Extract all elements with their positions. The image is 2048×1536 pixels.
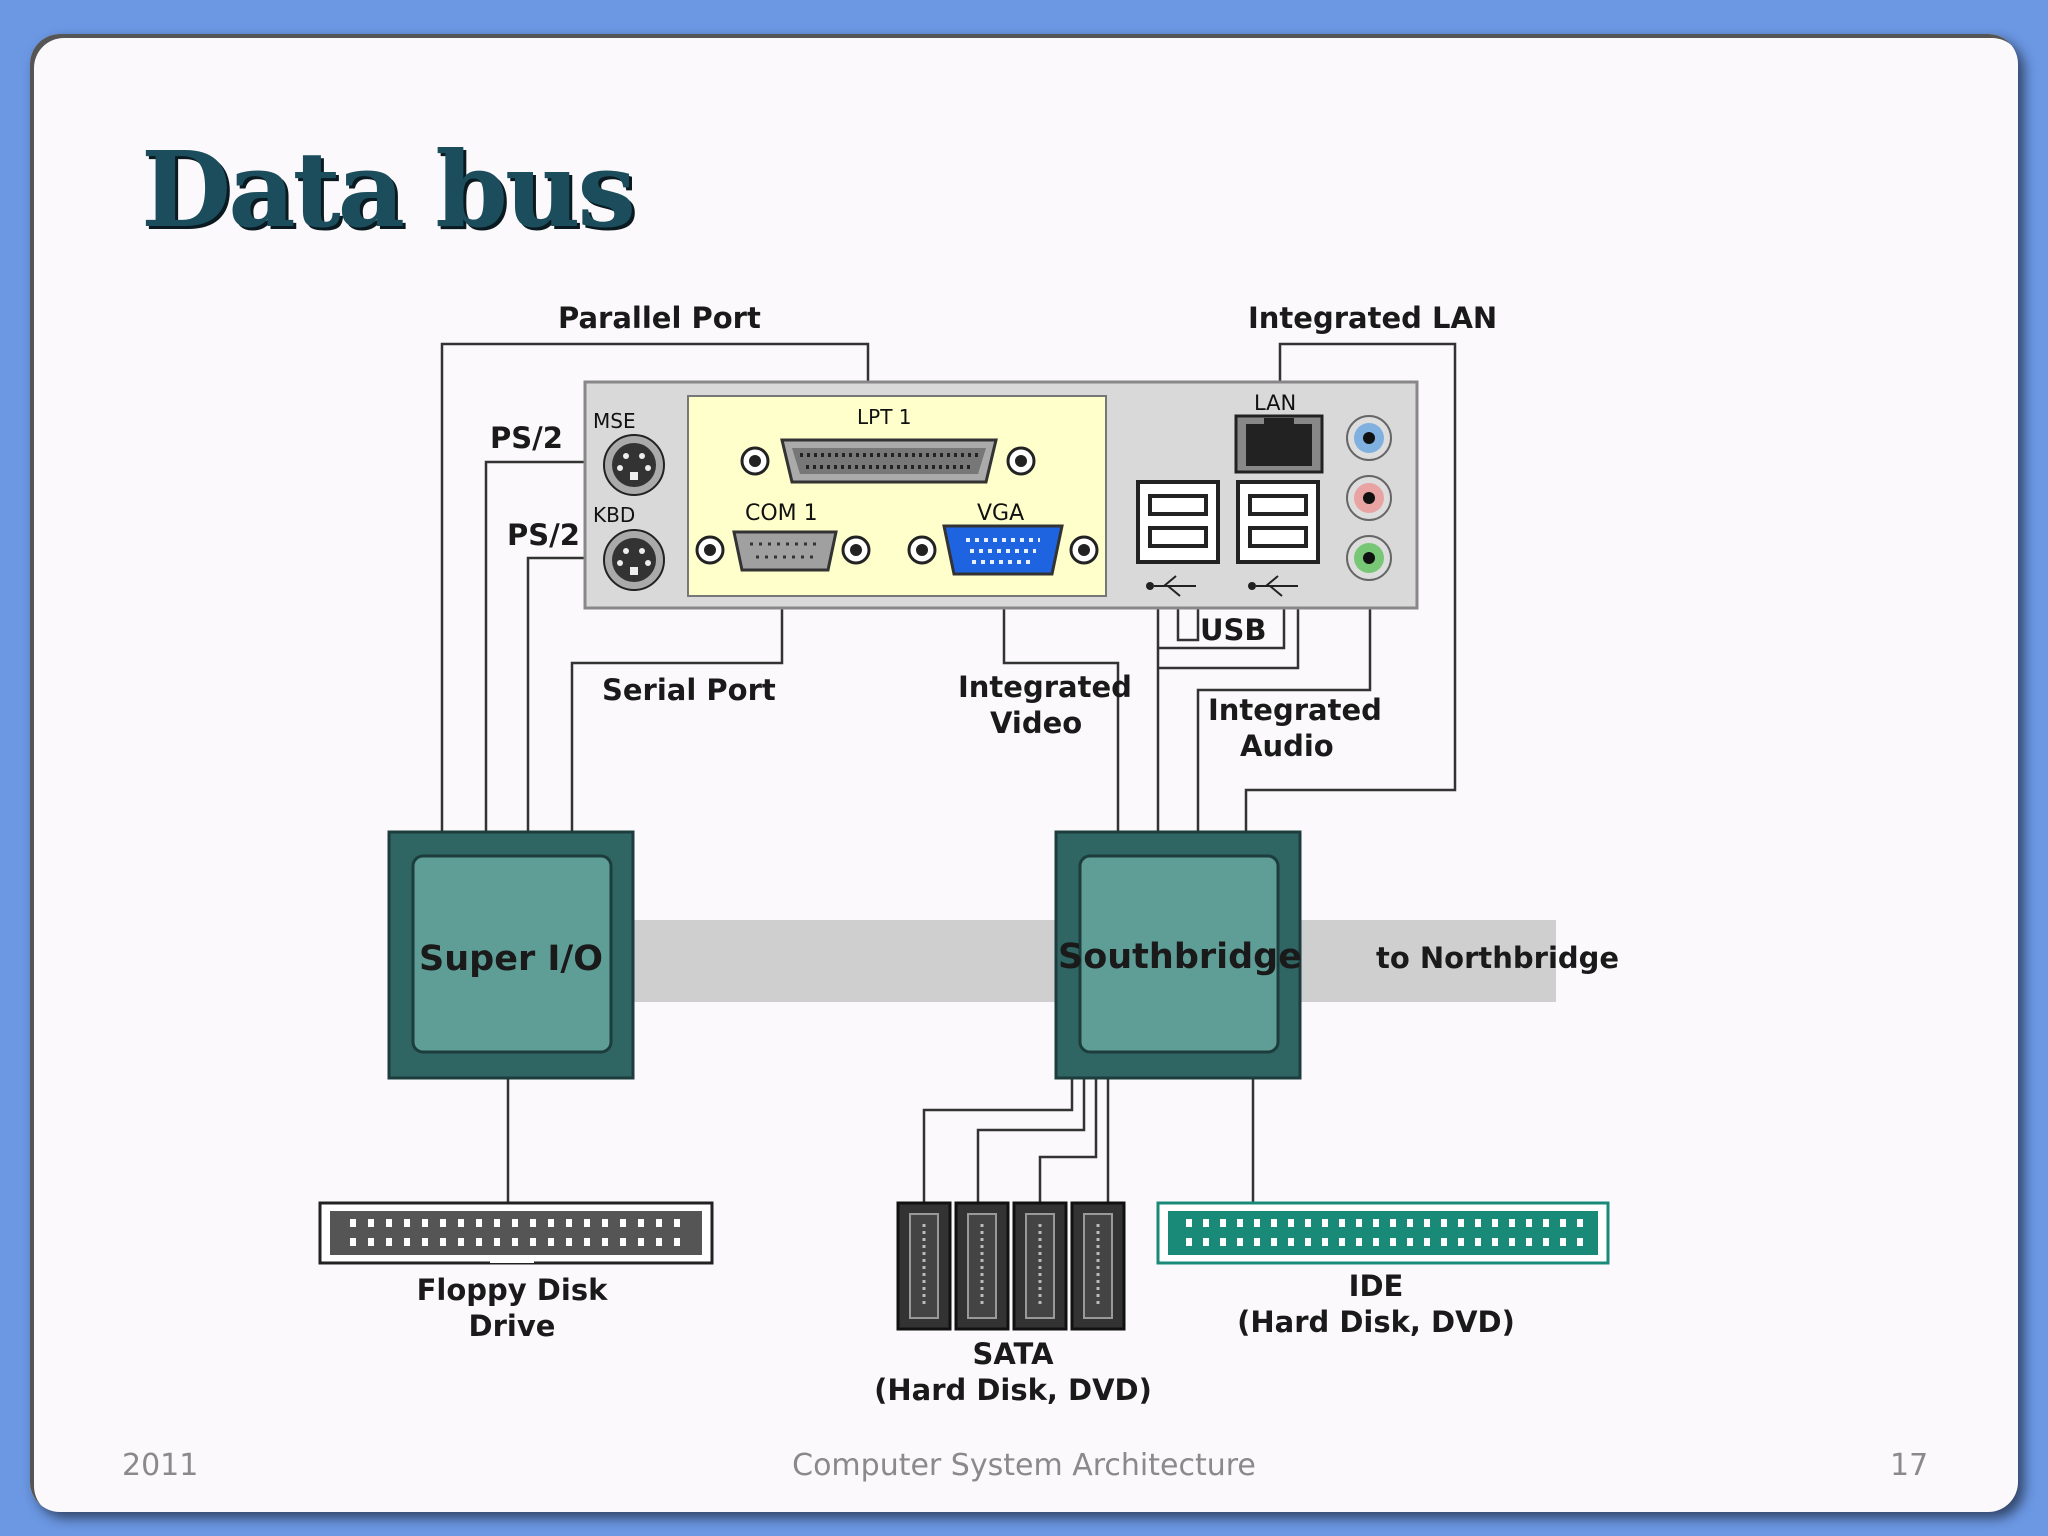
ps2-keyboard-label: PS/2: [507, 518, 580, 552]
usb-line-4: [1176, 608, 1200, 642]
lpt1-port: [740, 438, 1036, 484]
sata-connectors: [896, 1201, 1126, 1331]
floppy-connector: [318, 1201, 714, 1265]
parallel-port-line: [440, 342, 870, 832]
serial-port-label: Serial Port: [602, 673, 776, 707]
floppy-label-line2: Drive: [469, 1309, 556, 1343]
usb-port-group-1: [1136, 480, 1220, 564]
integrated-audio-label-line1: Integrated: [1208, 693, 1382, 727]
ps2-mouse-port: [603, 434, 665, 496]
audio-jack-line-out-icon: [1346, 535, 1392, 581]
sata-label-line1: SATA: [972, 1337, 1054, 1371]
southbridge-chip: Southbridge: [1054, 830, 1302, 1080]
footer-year: 2011: [122, 1448, 199, 1483]
to-northbridge-label: to Northbridge: [1376, 941, 1619, 975]
mse-label: MSE: [593, 409, 636, 433]
ps2-keyboard-port: [603, 529, 665, 591]
ide-connector: [1156, 1201, 1610, 1265]
super-io-chip: Super I/O: [387, 830, 635, 1080]
lpt1-label: LPT 1: [857, 405, 912, 429]
sata-connector-4: [1070, 1201, 1126, 1331]
lan-label: LAN: [1254, 391, 1296, 415]
ps2-mouse-line: [484, 460, 585, 832]
northbridge-bus-bar: [1298, 920, 1556, 1002]
usb-label: USB: [1200, 613, 1267, 647]
floppy-label-line1: Floppy Disk: [417, 1273, 608, 1307]
vga-port: [907, 524, 1099, 576]
footer-page-number: 17: [1890, 1448, 1929, 1483]
sata-connector-1: [896, 1201, 952, 1331]
parallel-port-label: Parallel Port: [558, 301, 761, 335]
usb-line-2: [1158, 608, 1300, 670]
ps2-mouse-label: PS/2: [490, 421, 563, 455]
rear-io-panel: MSE KBD LPT 1 COM 1 VGA LAN: [583, 380, 1419, 610]
serial-port-line: [570, 608, 784, 832]
sata-connector-2: [954, 1201, 1010, 1331]
lan-port: [1234, 414, 1324, 474]
usb-line-3: [1158, 608, 1286, 650]
usb-port-group-2: [1236, 480, 1320, 564]
audio-jack-line-in-icon: [1346, 415, 1392, 461]
sata-connector-3: [1012, 1201, 1068, 1331]
integrated-lan-line: [1244, 342, 1457, 832]
ide-label-line1: IDE: [1349, 1269, 1404, 1303]
integrated-video-label-line2: Video: [990, 706, 1082, 740]
usb-symbol-icon: [1146, 575, 1298, 597]
integrated-audio-label-line2: Audio: [1240, 729, 1334, 763]
com1-port: [695, 530, 871, 572]
sata-label-line2: (Hard Disk, DVD): [874, 1373, 1152, 1407]
vga-label: VGA: [977, 501, 1024, 526]
integrated-lan-label: Integrated LAN: [1248, 301, 1497, 335]
slide-title: Data bus: [141, 128, 636, 251]
footer-course-title: Computer System Architecture: [792, 1448, 1256, 1483]
connection-lines: [440, 342, 1457, 1203]
audio-jack-mic-icon: [1346, 475, 1392, 521]
internal-bus-bar: [630, 920, 1060, 1002]
super-io-label: Super I/O: [419, 939, 603, 979]
kbd-label: KBD: [593, 503, 635, 527]
sata-line-2: [976, 1078, 1086, 1203]
ps2-keyboard-line: [526, 556, 585, 832]
sata-line-1: [922, 1078, 1074, 1203]
sata-line-3: [1038, 1078, 1098, 1203]
integrated-video-line: [1002, 608, 1120, 832]
integrated-audio-line: [1196, 608, 1372, 832]
com1-label: COM 1: [745, 501, 818, 526]
southbridge-label: Southbridge: [1058, 937, 1302, 977]
ide-label-line2: (Hard Disk, DVD): [1237, 1305, 1515, 1339]
integrated-video-label-line1: Integrated: [958, 670, 1132, 704]
